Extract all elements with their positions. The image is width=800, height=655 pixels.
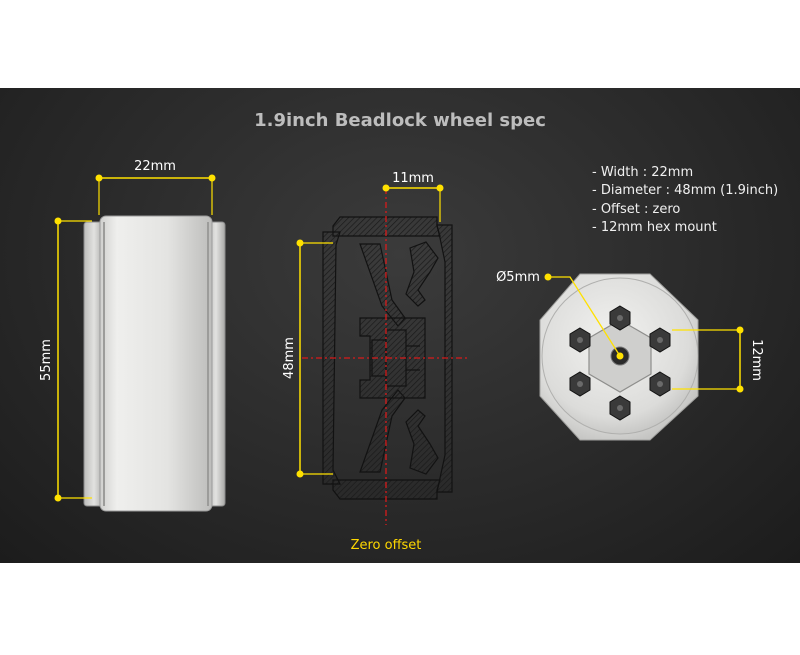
diameter-dimension-label: 48mm: [282, 337, 297, 379]
wheel-cross-section: [322, 216, 453, 500]
offset-dimension: [382, 184, 444, 222]
spec-offset: - Offset : zero: [592, 202, 680, 217]
spec-diameter: - Diameter : 48mm (1.9inch): [592, 183, 778, 198]
spec-list: - Width : 22mm - Diameter : 48mm (1.9inc…: [592, 165, 778, 235]
diameter-dimension: [296, 239, 333, 478]
bore-dimension-leader: [544, 273, 624, 360]
width-dimension-label: 22mm: [134, 159, 176, 174]
hex-dimension-label: 12mm: [749, 339, 764, 381]
height-dimension-label: 55mm: [39, 339, 54, 381]
page-title: 1.9inch Beadlock wheel spec: [254, 110, 546, 131]
width-dimension: [95, 174, 216, 215]
spec-hex-mount: - 12mm hex mount: [592, 220, 717, 235]
centerlines: [302, 188, 470, 525]
bore-dimension-label: Ø5mm: [496, 270, 540, 285]
wheel-side-view: [83, 215, 226, 512]
zero-offset-label: Zero offset: [351, 538, 422, 553]
offset-dimension-label: 11mm: [392, 171, 434, 186]
height-dimension: [54, 217, 92, 502]
wheel-tire-body: [99, 215, 213, 512]
hex-dimension: [672, 326, 744, 393]
spec-width: - Width : 22mm: [592, 165, 693, 180]
